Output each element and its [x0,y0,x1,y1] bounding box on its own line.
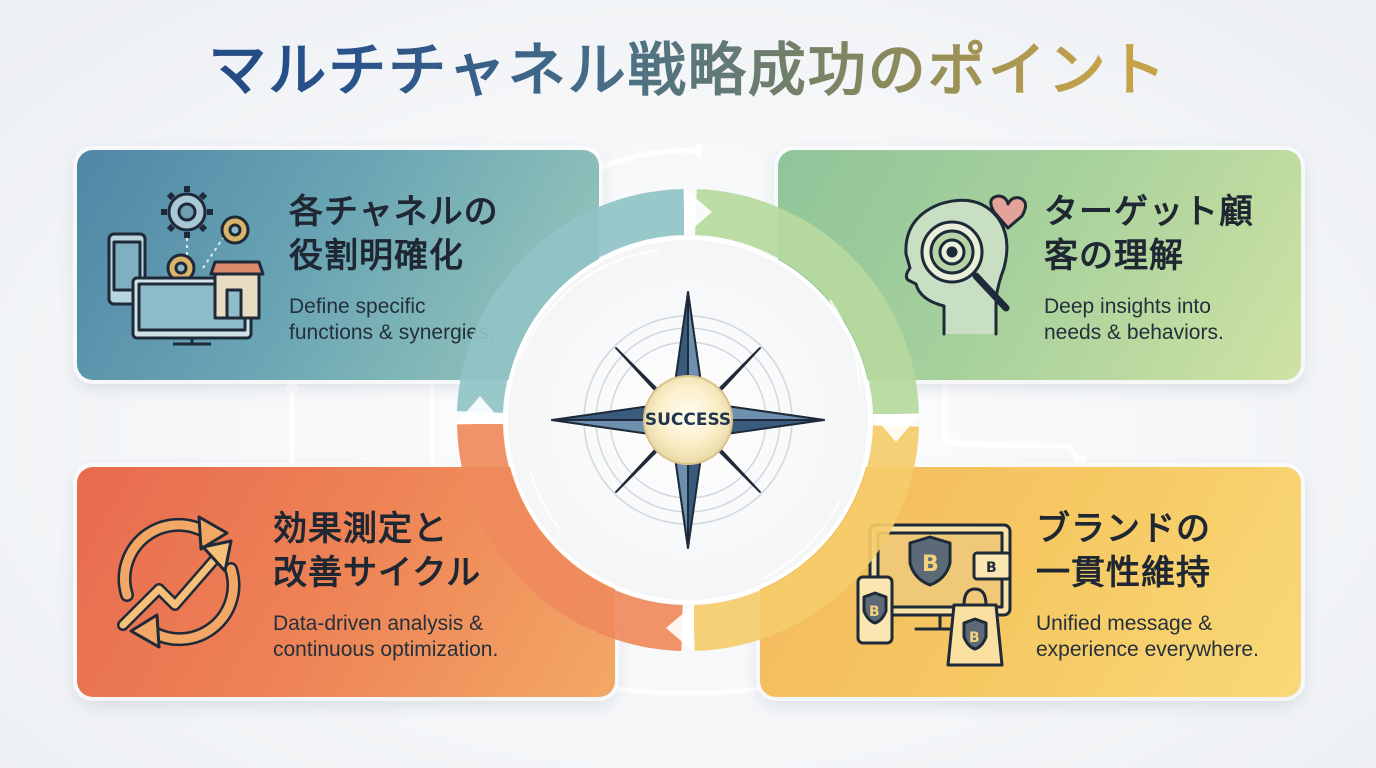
page-title: マルチチャネル戦略成功のポイント [0,30,1376,110]
brand-devices-icon: B B B B [856,523,1012,667]
ring-segment-gold [692,424,919,651]
ring-segment-teal [457,189,685,414]
card-title-line2: 客の理解 [1044,236,1184,276]
card-desc-line1: Data-driven analysis & [273,612,484,635]
svg-text:B: B [922,552,939,577]
success-core [643,375,733,465]
card-title-line1: 各チャネルの [289,192,499,232]
card-title-line1: ブランドの [1036,509,1211,549]
card-desc-line1: Deep insights into [1044,295,1211,318]
cycle-growth-arrow-icon [117,515,241,649]
ring-segment-green [694,189,919,415]
svg-text:B: B [969,630,980,646]
card-title-line2: 改善サイクル [273,553,482,593]
card-desc-line2: functions & synergies. [289,321,495,344]
card-title-line2: 役割明確化 [289,236,464,276]
gears-devices-store-icon [107,186,265,346]
card-title-line2: 一貫性維持 [1036,553,1211,593]
svg-text:B: B [869,604,880,620]
card-title-line1: 効果測定と [273,509,448,549]
card-desc-line1: Define specific [289,295,426,318]
card-measure-improve: 効果測定と 改善サイクル Data-driven analysis & cont… [77,467,615,697]
ring-segment-orange [457,423,684,651]
card-desc-line1: Unified message & [1036,612,1213,635]
success-label: SUCCESS [644,410,732,430]
card-desc-line2: needs & behaviors. [1044,321,1224,344]
head-target-heart-icon [904,194,1027,336]
card-title-line1: ターゲット顧 [1044,192,1254,232]
card-desc-line2: continuous optimization. [273,638,499,661]
card-desc-line2: experience everywhere. [1036,638,1259,661]
ring-arrowheads [456,188,920,652]
svg-text:B: B [986,560,997,576]
